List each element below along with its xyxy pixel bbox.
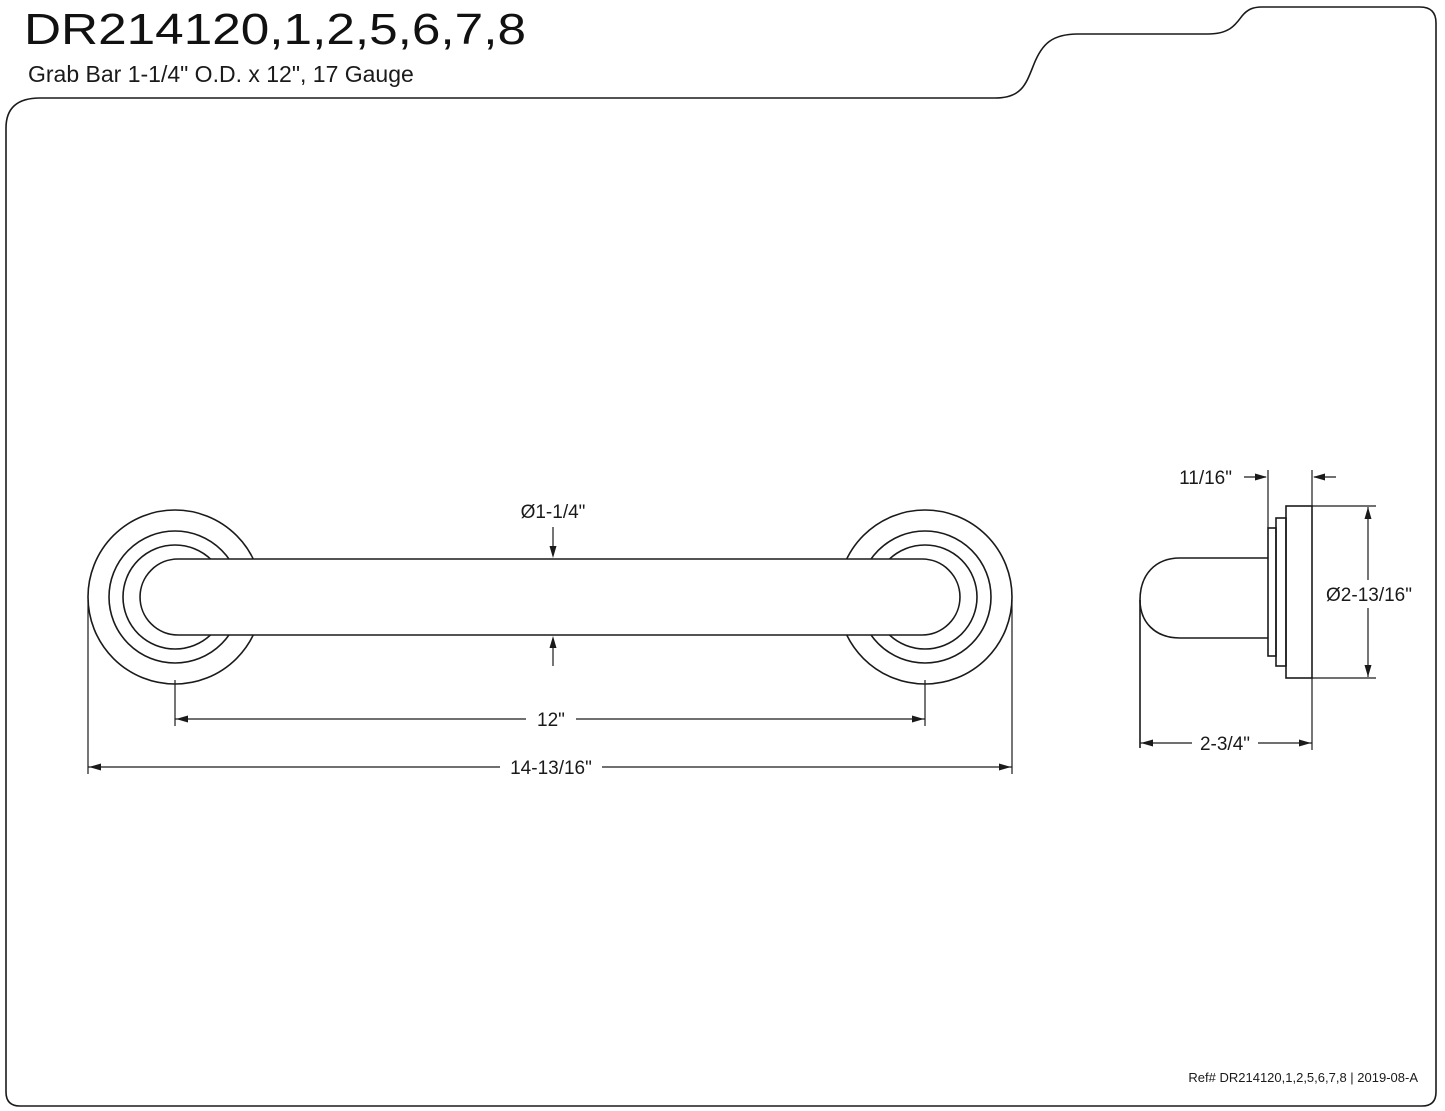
dim-arrow (89, 763, 101, 771)
drawing-frame (5, 6, 1437, 1107)
dim-arrow (1313, 473, 1325, 481)
grab-bar-tube (139, 558, 961, 636)
side-view: 11/16" Ø2-13/16" 2-3/4" (1139, 468, 1416, 756)
side-tube (1139, 557, 1268, 639)
front-view: Ø1-1/4" 12" 14-13/16" (87, 502, 1013, 780)
product-description: Grab Bar 1-1/4" O.D. x 12", 17 Gauge (28, 61, 414, 87)
tube-diameter-label: Ø1-1/4" (521, 502, 586, 523)
overall-length-label: 14-13/16" (510, 758, 592, 779)
flange-plate (1285, 505, 1313, 679)
dim-arrow (1255, 473, 1267, 481)
dim-arrow (1364, 507, 1372, 519)
dim-arrow (176, 715, 188, 723)
dim-arrow (549, 636, 557, 648)
flange-diameter-label: Ø2-13/16" (1326, 585, 1412, 606)
reference-number: Ref# DR214120,1,2,5,6,7,8 | 2019-08-A (1188, 1070, 1418, 1085)
dim-arrow (912, 715, 924, 723)
center-length-label: 12" (537, 710, 565, 731)
dim-arrow (1364, 665, 1372, 677)
dim-arrow (549, 546, 557, 558)
flange-step-1 (1267, 527, 1277, 657)
dim-arrow (1299, 739, 1311, 747)
dim-arrow (1141, 739, 1153, 747)
dim-arrow (999, 763, 1011, 771)
flange-step-2 (1275, 517, 1287, 667)
model-number: DR214120,1,2,5,6,7,8 (24, 5, 526, 54)
projection-label: 2-3/4" (1200, 734, 1250, 755)
flange-depth-label: 11/16" (1179, 468, 1232, 489)
